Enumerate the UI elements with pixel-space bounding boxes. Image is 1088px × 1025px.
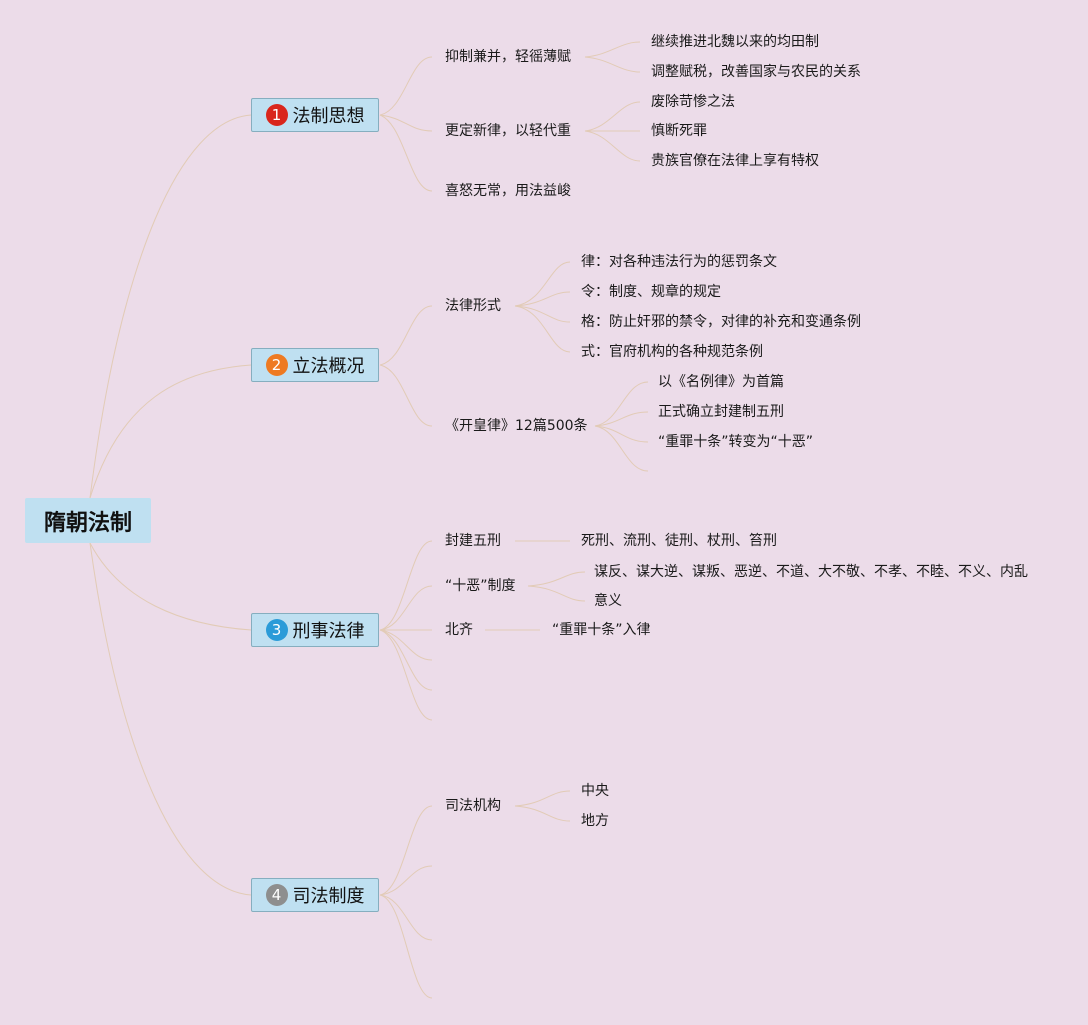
link-b4c1-g1	[514, 790, 571, 807]
link-b3-c1	[379, 540, 433, 631]
branch-topic-1[interactable]: 1 法制思想	[251, 98, 379, 132]
priority-3-icon: 3	[265, 619, 288, 641]
leaf-topic[interactable]: “重罪十条”转变为“十恶”	[658, 434, 814, 450]
leaf-topic[interactable]: 废除苛惨之法	[651, 94, 735, 110]
branch-topic-3[interactable]: 3 刑事法律	[251, 613, 379, 647]
subtopic[interactable]: 更定新律，以轻代重	[445, 123, 571, 139]
link-b4-e2	[379, 894, 433, 941]
branch-label: 法制思想	[292, 106, 365, 127]
priority-1-icon: 1	[265, 104, 288, 126]
link-b4-e1	[379, 865, 433, 896]
leaf-topic[interactable]: 律：对各种违法行为的惩罚条文	[581, 254, 777, 270]
subtopic[interactable]: 封建五刑	[445, 533, 501, 549]
link-b2-c2	[379, 364, 433, 427]
link-b1c2-g1	[584, 101, 641, 132]
link-b3-e3	[379, 629, 433, 721]
leaf-topic[interactable]: 正式确立封建制五刑	[658, 404, 784, 420]
leaf-topic[interactable]: 贵族官僚在法律上享有特权	[651, 153, 819, 169]
link-b2c1-g3	[514, 305, 571, 323]
link-b2-c1	[379, 305, 433, 366]
root-topic[interactable]: 隋朝法制	[25, 498, 151, 543]
link-b2c1-g4	[514, 305, 571, 353]
leaf-topic[interactable]: 谋反、谋大逆、谋叛、恶逆、不道、大不敬、不孝、不睦、不义、内乱	[594, 564, 1028, 580]
link-root-b3	[89, 542, 252, 631]
link-b2c1-g2	[514, 291, 571, 307]
branch-topic-2[interactable]: 2 立法概况	[251, 348, 379, 382]
link-b3-c2	[379, 585, 433, 631]
subtopic[interactable]: 喜怒无常，用法益峻	[445, 183, 571, 199]
link-b1c1-g1	[584, 41, 641, 58]
leaf-topic[interactable]: 调整赋税，改善国家与农民的关系	[651, 64, 861, 80]
subtopic[interactable]: “十恶”制度	[445, 578, 516, 594]
leaf-topic[interactable]: 继续推进北魏以来的均田制	[651, 34, 819, 50]
link-b3-e1	[379, 629, 433, 661]
link-b1-c2	[379, 114, 433, 132]
branch-label: 立法概况	[292, 356, 365, 377]
link-root-b2	[89, 364, 252, 499]
link-b3c2-g1	[527, 571, 586, 587]
link-b1c2-g3	[584, 130, 641, 162]
link-b2c2-g3	[594, 425, 649, 443]
leaf-topic[interactable]: 死刑、流刑、徒刑、杖刑、笞刑	[581, 533, 777, 549]
link-root-b1	[89, 114, 252, 499]
link-b2c1-g1	[514, 261, 571, 307]
link-b2c2-g4	[594, 425, 649, 472]
link-b1-c3	[379, 114, 433, 192]
link-b2c2-g1	[594, 381, 649, 427]
priority-2-icon: 2	[265, 354, 288, 376]
priority-4-icon: 4	[265, 884, 288, 906]
leaf-topic[interactable]: 式：官府机构的各种规范条例	[581, 344, 763, 360]
branch-label: 司法制度	[292, 886, 365, 907]
link-root-b4	[89, 542, 252, 896]
leaf-topic[interactable]: 格：防止奸邪的禁令，对律的补充和变通条例	[581, 314, 861, 330]
leaf-topic[interactable]: 以《名例律》为首篇	[658, 374, 784, 390]
link-b2c2-g2	[594, 411, 649, 427]
leaf-topic[interactable]: 地方	[581, 813, 609, 829]
subtopic[interactable]: 司法机构	[445, 798, 501, 814]
link-b3c2-g2	[527, 585, 586, 602]
subtopic[interactable]: 抑制兼并，轻徭薄赋	[445, 49, 571, 65]
subtopic[interactable]: 法律形式	[445, 298, 501, 314]
link-b1c1-g2	[584, 56, 641, 73]
subtopic[interactable]: 《开皇律》12篇500条	[445, 418, 588, 434]
link-b3-e2	[379, 629, 433, 691]
leaf-topic[interactable]: 意义	[594, 593, 622, 609]
link-b4-e3	[379, 894, 433, 999]
branch-topic-4[interactable]: 4 司法制度	[251, 878, 379, 912]
leaf-topic[interactable]: 中央	[581, 783, 609, 799]
link-b4-c1	[379, 805, 433, 896]
branch-label: 刑事法律	[292, 621, 365, 642]
leaf-topic[interactable]: 令：制度、规章的规定	[581, 284, 721, 300]
leaf-topic[interactable]: 慎断死罪	[651, 123, 707, 139]
link-b4c1-g2	[514, 805, 571, 822]
leaf-topic[interactable]: “重罪十条”入律	[552, 622, 651, 638]
subtopic[interactable]: 北齐	[445, 622, 473, 638]
link-b1-c1	[379, 56, 433, 116]
